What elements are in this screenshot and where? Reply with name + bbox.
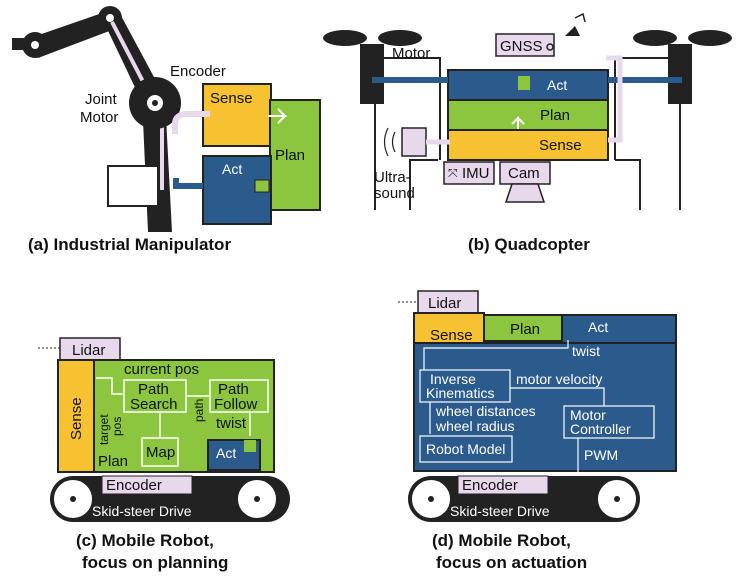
ik-label-1: Inverse xyxy=(430,371,476,387)
path-search-label-2: Search xyxy=(130,396,178,413)
path-follow-block xyxy=(209,379,269,413)
quad-plan-block xyxy=(447,99,609,131)
wheel-radius-label: wheel radius xyxy=(435,418,515,434)
d-plan-block xyxy=(483,314,563,342)
satellite-dish-icon xyxy=(565,26,580,36)
motor-velocity-label: motor velocity xyxy=(516,371,602,387)
caption-a: (a) Industrial Manipulator xyxy=(28,235,231,254)
manipulator-base xyxy=(107,165,159,207)
gnss-label: GNSS xyxy=(500,38,543,55)
gnss-link xyxy=(606,55,623,143)
d-act-label: Act xyxy=(588,319,608,335)
panel-industrial-manipulator: Sense Plan Act Encoder Joint Motor (a) I… xyxy=(12,6,321,254)
quad-sense-block xyxy=(447,129,609,161)
panel-mobile-robot-planning: Lidar Sense Plan current pos Path Search… xyxy=(38,337,290,572)
map-label: Map xyxy=(146,444,175,461)
sense-to-plan-arrow xyxy=(268,108,288,124)
robot-model-label: Robot Model xyxy=(426,441,505,457)
d-encoder-sensor xyxy=(457,475,549,495)
quad-act-label: Act xyxy=(547,77,567,93)
caption-c-2: focus on planning xyxy=(82,553,228,572)
cam-label: Cam xyxy=(508,165,540,182)
ultrasound-label-2: sound xyxy=(374,185,415,202)
c-lidar-label: Lidar xyxy=(72,342,105,359)
gnss-sensor xyxy=(495,33,555,57)
d-act-top xyxy=(561,314,677,344)
motor-controller-label-2: Controller xyxy=(570,421,631,437)
d-drive-label: Skid-steer Drive xyxy=(450,503,550,519)
rotor-left xyxy=(323,30,422,104)
panel-quadcopter: Act Plan Sense GNSS Motor Ultra- sound ⤧… xyxy=(323,12,732,254)
panel-mobile-robot-actuation: Lidar Sense Plan Act twist Inverse Kinem… xyxy=(398,290,677,572)
robot-model-block xyxy=(419,435,513,463)
caption-d-2: focus on actuation xyxy=(436,553,587,572)
quad-motor-label: Motor xyxy=(392,45,430,62)
c-sense-label: Sense xyxy=(68,397,85,440)
path-label: path xyxy=(192,399,206,422)
ultrasound-waves-icon xyxy=(383,127,396,157)
cam-lens-icon xyxy=(504,183,546,203)
caption-b: (b) Quadcopter xyxy=(468,235,590,254)
c-act-label: Act xyxy=(216,445,236,461)
plan-label: Plan xyxy=(275,147,305,164)
path-search-label-1: Path xyxy=(138,381,169,398)
motor-controller-block xyxy=(563,405,655,439)
encoder-label: Encoder xyxy=(170,63,226,80)
d-lidar-label: Lidar xyxy=(428,295,461,312)
twist-label: twist xyxy=(216,415,247,432)
d-plan-label: Plan xyxy=(510,321,540,338)
imu-sensor xyxy=(443,161,495,185)
ultrasound-sensor xyxy=(401,127,427,157)
d-twist-arrow xyxy=(423,340,569,370)
rotor-right xyxy=(633,30,732,104)
plan-block xyxy=(269,99,321,211)
c-encoder-label: Encoder xyxy=(106,477,162,494)
path-follow-label-1: Path xyxy=(218,381,249,398)
sense-input-link xyxy=(172,111,210,134)
d-sense-label: Sense xyxy=(430,327,473,344)
caption-c-1: (c) Mobile Robot, xyxy=(76,531,214,550)
joint-motor xyxy=(129,77,181,129)
pos-label: pos xyxy=(110,417,124,436)
quad-plan-to-act-port xyxy=(518,76,530,90)
quad-frame xyxy=(374,58,681,210)
act-output-link xyxy=(173,178,203,189)
d-encoder-label: Encoder xyxy=(462,477,518,494)
act-label: Act xyxy=(222,161,242,177)
caption-d-1: (d) Mobile Robot, xyxy=(432,531,571,550)
motor-velocity-arrow xyxy=(510,387,605,406)
satellite-signal-icon xyxy=(574,12,586,23)
target-label: target xyxy=(97,414,111,445)
gnss-port-icon xyxy=(546,43,554,51)
quad-plan-label: Plan xyxy=(540,107,570,124)
c-plan-label: Plan xyxy=(98,453,128,470)
quad-sense-to-plan-arrow xyxy=(511,115,525,130)
pwm-label: PWM xyxy=(584,447,618,463)
sense-label: Sense xyxy=(210,90,253,107)
current-pos-arrow xyxy=(96,377,124,395)
ultrasound-label-1: Ultra- xyxy=(374,169,411,186)
plan-to-act-port xyxy=(254,179,270,193)
c-drive-label: Skid-steer Drive xyxy=(92,503,192,519)
imu-axes-icon: ⤧ xyxy=(448,166,458,180)
motor-label: Motor xyxy=(80,109,118,126)
ik-label-2: Kinematics xyxy=(426,385,494,401)
joint-label: Joint xyxy=(85,91,118,108)
motor-controller-label-1: Motor xyxy=(570,407,606,423)
c-plan-to-act-port xyxy=(244,440,256,452)
sense-block xyxy=(202,83,272,147)
quad-sense-label: Sense xyxy=(539,137,582,154)
c-encoder-sensor xyxy=(101,475,193,495)
imu-label: IMU xyxy=(462,165,490,182)
path-search-block xyxy=(123,379,187,413)
wheel-distances-label: wheel distances xyxy=(435,403,536,419)
d-twist-label: twist xyxy=(572,343,600,359)
current-pos-label: current pos xyxy=(124,361,199,378)
map-block xyxy=(141,437,179,467)
inverse-kinematics-block xyxy=(419,369,511,403)
path-follow-label-2: Follow xyxy=(214,396,258,413)
d-sense-block xyxy=(413,312,485,344)
